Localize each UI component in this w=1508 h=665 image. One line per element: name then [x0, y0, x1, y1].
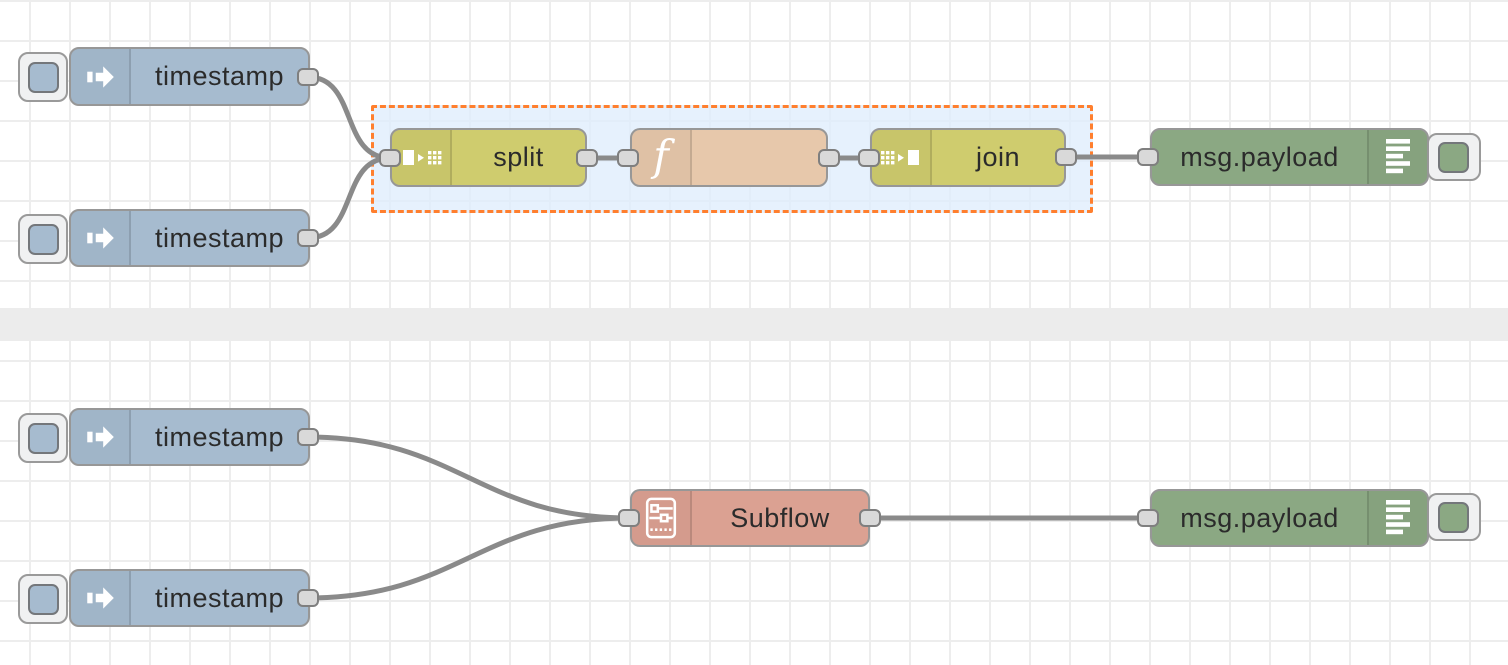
subflow-node[interactable]: Subflow — [630, 489, 870, 547]
inject3-output-port[interactable] — [297, 428, 319, 446]
subflow-icon-area — [632, 491, 692, 545]
join-output-port[interactable] — [1055, 148, 1077, 166]
node-label: timestamp — [154, 582, 285, 613]
inject-node-1[interactable]: timestamp — [69, 47, 310, 106]
node-label: msg.payload — [1180, 502, 1339, 533]
debug-icon-area — [1367, 491, 1427, 545]
inject-icon-area — [71, 571, 131, 625]
join-input-port[interactable] — [858, 149, 880, 167]
function-icon-area: f — [632, 130, 692, 185]
inject-icon-area — [71, 410, 131, 464]
wire-inject4-subflow[interactable] — [305, 515, 632, 601]
debug2-input-port[interactable] — [1137, 509, 1159, 527]
wire-inject1-split[interactable] — [305, 74, 393, 161]
arrow-right-icon — [87, 227, 114, 249]
node-label: msg.payload — [1180, 141, 1339, 172]
inject-node-4[interactable]: timestamp — [69, 569, 310, 627]
node-label — [692, 130, 826, 185]
debug2-toggle-button-inner[interactable] — [1438, 502, 1469, 533]
flow-divider-band — [0, 308, 1508, 341]
join-node[interactable]: join — [870, 128, 1066, 187]
function-node[interactable]: f — [630, 128, 828, 187]
function-output-port[interactable] — [818, 149, 840, 167]
inject4-trigger-button[interactable] — [18, 574, 68, 624]
debug-node-1[interactable]: msg.payload — [1150, 128, 1429, 186]
node-label: timestamp — [154, 421, 285, 452]
inject4-output-port[interactable] — [297, 589, 319, 607]
debug-icon-area — [1367, 130, 1427, 184]
arrow-right-icon — [87, 587, 114, 609]
inject1-output-port[interactable] — [297, 68, 319, 86]
split-output-port[interactable] — [576, 149, 598, 167]
node-label: join — [975, 142, 1021, 172]
function-icon: f — [650, 134, 675, 180]
wire-inject2-split[interactable] — [305, 155, 393, 241]
join-icon-area — [872, 130, 932, 185]
inject2-trigger-button-inner[interactable] — [28, 224, 59, 255]
split-icon-area — [392, 130, 452, 185]
node-label: timestamp — [154, 222, 285, 253]
inject3-trigger-button-inner[interactable] — [28, 423, 59, 454]
node-label: split — [493, 142, 544, 172]
list-lines-icon — [1386, 139, 1410, 174]
subflow-input-port[interactable] — [618, 509, 640, 527]
inject4-trigger-button-inner[interactable] — [28, 584, 59, 615]
inject1-trigger-button-inner[interactable] — [28, 62, 59, 93]
inject3-trigger-button[interactable] — [18, 413, 68, 463]
inject-node-3[interactable]: timestamp — [69, 408, 310, 466]
inject-icon-area — [71, 211, 131, 265]
node-label: timestamp — [154, 61, 285, 91]
wire-inject3-subflow[interactable] — [305, 434, 632, 521]
list-lines-icon — [1386, 500, 1410, 535]
debug-node-2[interactable]: msg.payload — [1150, 489, 1429, 547]
node-label: Subflow — [730, 502, 830, 533]
arrow-right-icon — [87, 426, 114, 448]
subflow-diagram-icon — [645, 497, 677, 539]
split-node[interactable]: split — [390, 128, 587, 187]
join-icon — [881, 149, 919, 165]
function-input-port[interactable] — [617, 149, 639, 167]
inject-icon-area — [71, 49, 131, 104]
inject2-output-port[interactable] — [297, 229, 319, 247]
debug1-input-port[interactable] — [1137, 148, 1159, 166]
split-icon — [403, 149, 442, 165]
subflow-output-port[interactable] — [859, 509, 881, 527]
svg-text:f: f — [650, 134, 675, 180]
inject-node-2[interactable]: timestamp — [69, 209, 310, 267]
arrow-right-icon — [87, 65, 114, 88]
split-input-port[interactable] — [379, 149, 401, 167]
debug1-toggle-button-inner[interactable] — [1438, 142, 1469, 173]
